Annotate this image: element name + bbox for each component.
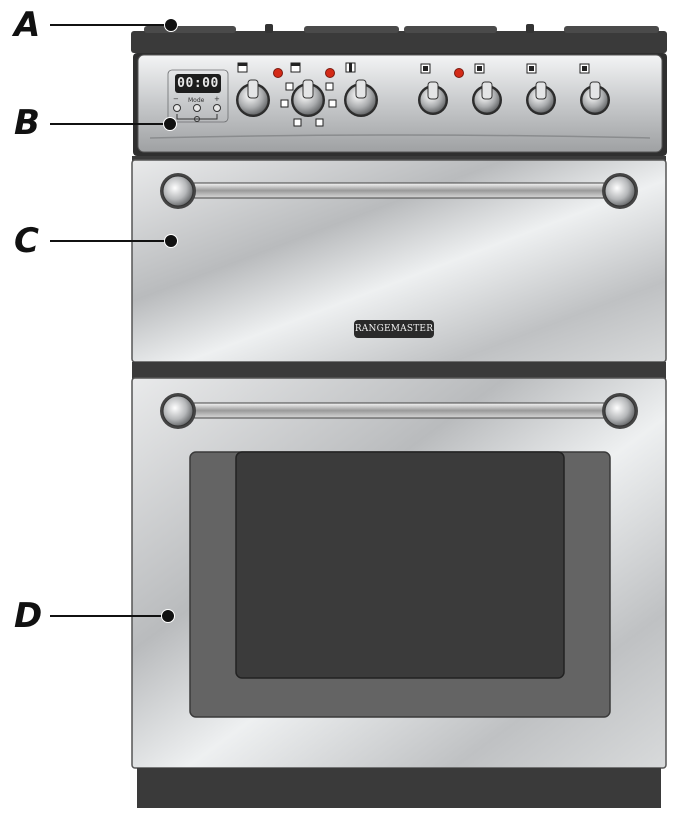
knob-hob-4[interactable] bbox=[580, 81, 610, 115]
light-icon bbox=[293, 118, 302, 127]
timer-minus-label: − bbox=[173, 95, 179, 103]
top-oven-door bbox=[131, 156, 667, 363]
knob-hob-3[interactable] bbox=[526, 81, 556, 115]
main-oven-door bbox=[131, 362, 667, 769]
plinth bbox=[137, 768, 661, 808]
callout-dot-c bbox=[164, 234, 178, 248]
indicator-light bbox=[454, 68, 464, 78]
indicator-light bbox=[273, 68, 283, 78]
callout-dot-a bbox=[164, 18, 178, 32]
defrost-icon bbox=[328, 99, 337, 108]
eco-icon bbox=[315, 118, 324, 127]
fan-grill-icon bbox=[325, 82, 334, 91]
fan-icon bbox=[285, 82, 294, 91]
callout-dot-b bbox=[163, 117, 177, 131]
hob-top bbox=[131, 24, 667, 53]
knob-hob-2[interactable] bbox=[472, 81, 502, 115]
knob-oven-function[interactable] bbox=[291, 79, 325, 117]
timer-mode-button[interactable] bbox=[193, 104, 201, 112]
bottom-heat-icon bbox=[280, 99, 289, 108]
main-oven-handle[interactable] bbox=[179, 402, 621, 419]
callout-label-d: D bbox=[14, 596, 43, 636]
timer-minus-button[interactable] bbox=[173, 104, 181, 112]
callout-label-b: B bbox=[14, 103, 40, 143]
brand-badge: RANGEMASTER bbox=[354, 320, 434, 338]
callout-label-a: A bbox=[14, 5, 41, 45]
knob-hob-1[interactable] bbox=[418, 81, 448, 115]
knob-top-oven[interactable] bbox=[344, 79, 378, 117]
callout-dot-d bbox=[161, 609, 175, 623]
control-panel bbox=[133, 53, 667, 156]
timer-display: 00:00 bbox=[175, 74, 221, 93]
callout-line-b bbox=[50, 123, 168, 125]
callout-line-c bbox=[50, 240, 168, 242]
callout-line-d bbox=[50, 615, 166, 617]
oven-window bbox=[235, 451, 565, 679]
programmer-buttons bbox=[173, 104, 221, 122]
indicator-light bbox=[325, 68, 335, 78]
timer-knob-icon bbox=[194, 116, 200, 122]
timer-plus-button[interactable] bbox=[213, 104, 221, 112]
top-oven-handle[interactable] bbox=[179, 182, 621, 199]
callout-line-a bbox=[50, 24, 170, 26]
timer-mode-label: Mode bbox=[188, 97, 205, 104]
hob-zone-icons bbox=[420, 63, 590, 74]
timer-plus-label: + bbox=[214, 95, 220, 103]
knob-main-oven[interactable] bbox=[236, 79, 270, 117]
callout-label-c: C bbox=[14, 221, 39, 261]
